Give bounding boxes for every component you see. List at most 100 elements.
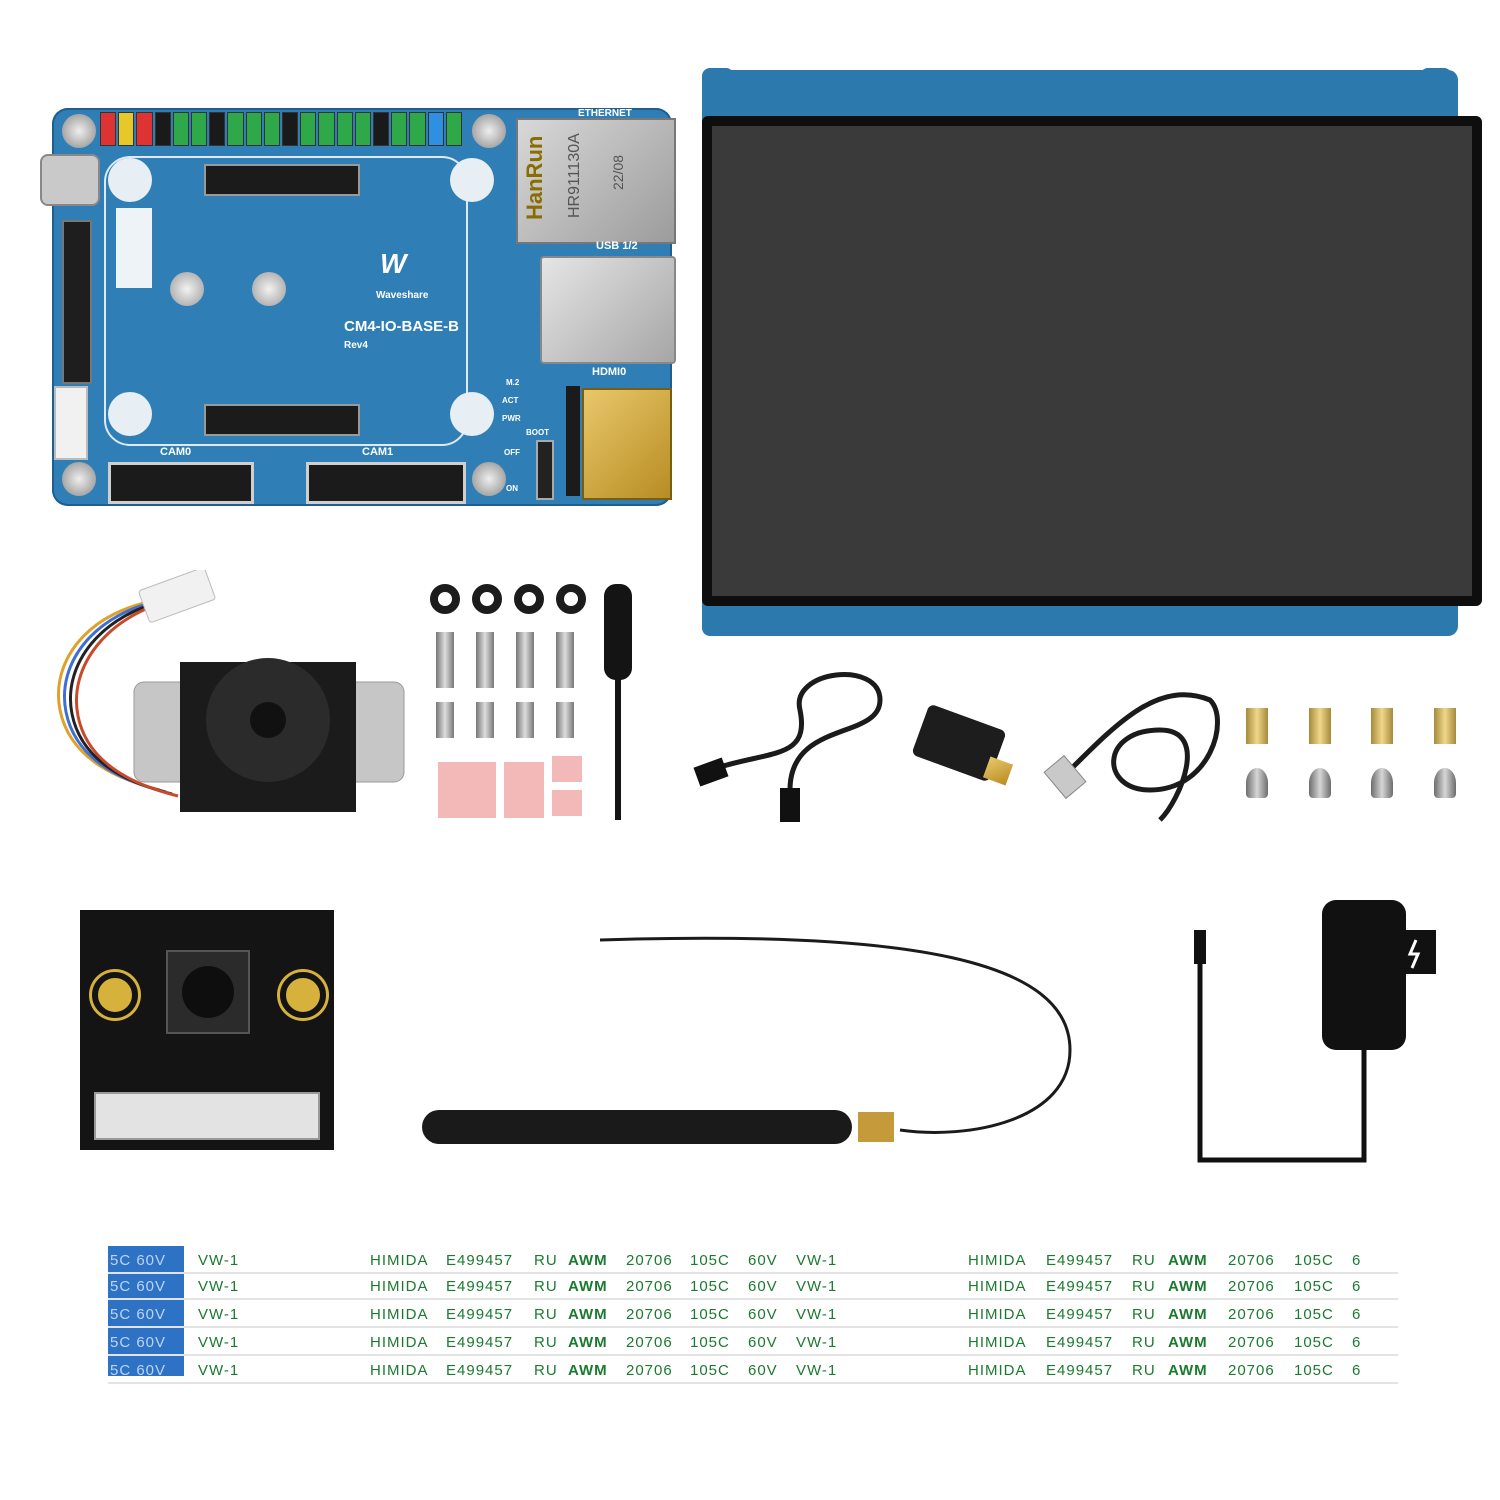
ribbon-text-volt: 60V [748,1252,778,1269]
ribbon-text-ul: RU [534,1252,558,1269]
ribbon-text-temp: 105C [1294,1278,1334,1295]
dsi-connector [566,386,580,496]
ribbon-text-awm: AWM [568,1362,608,1379]
ribbon-text-vw: VW-1 [198,1362,240,1379]
gpio-pin [263,112,281,146]
ribbon-text-ul: RU [1132,1306,1156,1323]
board-model: CM4-IO-BASE-B [344,318,459,335]
camera-mount-hole [280,972,326,1018]
cam1-connector [306,462,466,504]
ribbon-text-num: 20706 [626,1362,673,1379]
jack-brand: HanRun [522,135,547,220]
usb-c-port [40,154,100,206]
gpio-pin [409,112,426,146]
cm4-connector-bottom [204,404,360,436]
ribbon-text-awm: AWM [568,1278,608,1295]
gpio-pin [154,112,171,146]
ribbon-text-vw: VW-1 [198,1334,240,1351]
ribbon-text-volt: 60V [748,1278,778,1295]
ribbon-text-cert: E499457 [1046,1278,1114,1295]
gpio-pin [136,112,153,146]
ribbon-text-himida: HIMIDA [370,1306,429,1323]
ribbon-text-end: 6 [1352,1252,1362,1269]
gpio-pin [227,112,244,146]
ribbon-text-end: 6 [1352,1278,1362,1295]
boot-switch [536,440,554,500]
hdmi-port [582,388,672,500]
switch-on-label: ON [506,484,518,493]
mount-hole [108,158,152,202]
ribbon-text-temp: 105C [690,1362,730,1379]
ribbon-text-volt: 60V [748,1362,778,1379]
ribbon-text-end: 6 [1352,1362,1362,1379]
fan-header [54,386,88,460]
ribbon-text-temp: 105C [1294,1252,1334,1269]
screwdriver-shaft [615,676,621,820]
ribbon-print-row: 5C 60V VW-1 HIMIDA E499457 RU AWM 20706 105C 60V… [108,1248,1398,1274]
mount-hole [450,392,494,436]
ribbon-text-awm: AWM [568,1334,608,1351]
gpio-pin [336,112,353,146]
led-label-act: ACT [502,396,519,405]
cam0-connector [108,462,254,504]
ribbon-text-awm: AWM [568,1306,608,1323]
ribbon-text-himida: HIMIDA [370,1334,429,1351]
ribbon-text-himida: HIMIDA [968,1306,1027,1323]
ethernet-label: ETHERNET [578,108,632,119]
screwdriver-icon [604,584,632,680]
ribbon-text-vw: VW-1 [796,1252,838,1269]
usb-label: USB 1/2 [596,240,638,252]
ribbon-text-num: 20706 [626,1252,673,1269]
camera-lens-icon [166,950,250,1034]
ribbon-text-num: 20706 [626,1334,673,1351]
ribbon-text-temp: 105C [690,1278,730,1295]
ribbon-text-ul: RU [534,1306,558,1323]
ribbon-text-cert: E499457 [446,1334,514,1351]
gpio-header [100,112,463,146]
ribbon-text-left-tape: 5C 60V [110,1252,167,1269]
thermal-pad [552,790,582,816]
cam1-label: CAM1 [362,446,394,458]
wifi-antenna [422,936,1072,1144]
gpio-pin [391,112,408,146]
ribbon-text-himida: HIMIDA [370,1252,429,1269]
thermal-pad [504,762,544,818]
ribbon-text-cert: E499457 [446,1362,514,1379]
ribbon-text-awm: AWM [568,1252,608,1269]
ribbon-text-end: 6 [1352,1306,1362,1323]
ribbon-text-num: 20706 [1228,1362,1275,1379]
mount-hole [108,392,152,436]
usb-cable [1043,692,1220,822]
ribbon-text-cert: E499457 [446,1252,514,1269]
display-connector [62,220,92,384]
ribbon-text-ul: RU [1132,1252,1156,1269]
gpio-pin [373,112,390,146]
hdmi-label: HDMI0 [592,366,627,378]
washer-set [430,584,590,624]
cm4-connector-top [204,164,360,196]
usb-port [540,256,676,364]
ribbon-text-volt: 60V [748,1334,778,1351]
ribbon-text-ul: RU [1132,1362,1156,1379]
jack-part: HR911130A [566,133,583,218]
gpio-pin [300,112,317,146]
ribbon-text-himida: HIMIDA [370,1362,429,1379]
power-adapter-icon [1194,900,1436,1163]
ribbon-text-left-tape: 5C 60V [110,1334,167,1351]
standoff [170,272,204,306]
gpio-pin [245,112,262,146]
gpio-pin [318,112,335,146]
ribbon-text-himida: HIMIDA [968,1362,1027,1379]
gpio-pin [191,112,208,146]
gpio-pin [172,112,190,146]
thermal-pad [438,762,496,818]
screw-icon [472,114,506,148]
led-label-pwr: PWR [502,414,521,423]
ribbon-text-himida: HIMIDA [370,1278,429,1295]
ribbon-text-num: 20706 [1228,1334,1275,1351]
ribbon-text-vw: VW-1 [796,1278,838,1295]
